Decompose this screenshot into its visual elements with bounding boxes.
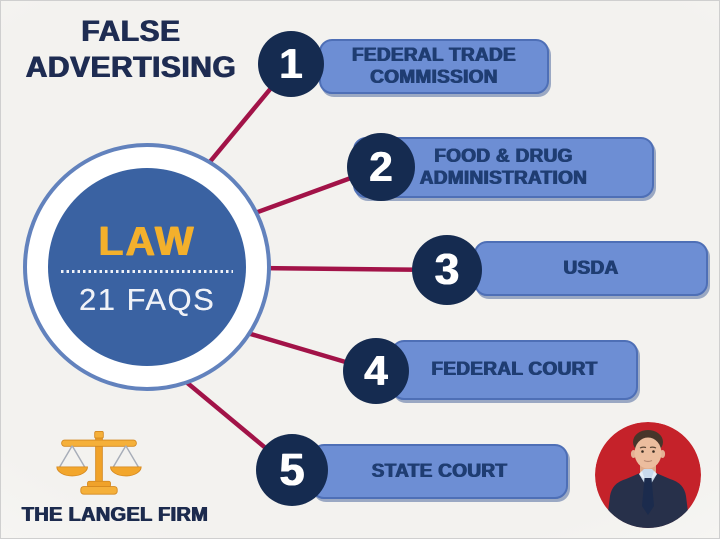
item-number-3: 3 (412, 235, 482, 305)
law-hub-inner-circle: LAW 21 FAQS (48, 168, 246, 366)
title-line-1: FALSE (81, 15, 181, 48)
item-number-5: 5 (256, 434, 328, 506)
law-hub-circle: LAW 21 FAQS (23, 143, 271, 391)
item-number-2: 2 (347, 133, 415, 201)
item-number-text: 1 (279, 40, 303, 87)
item-label: FEDERAL COURT (431, 359, 598, 380)
item-label: FEDERAL TRADE COMMISSION (352, 44, 516, 88)
brand-name: THE LANGEL FIRM (21, 504, 209, 526)
item-number-4: 4 (343, 338, 409, 404)
item-number-text: 4 (364, 347, 388, 394)
dotted-divider (61, 269, 233, 273)
item-label: STATE COURT (371, 460, 508, 482)
hub-label: LAW (98, 217, 196, 264)
title-line-2: ADVERTISING (25, 51, 237, 84)
item-pill-state-court: STATE COURT (311, 444, 568, 499)
attorney-portrait-photo (595, 422, 701, 528)
item-pill-federal-trade-commission: FEDERAL TRADE COMMISSION (319, 39, 549, 94)
item-number-text: 5 (279, 444, 305, 495)
item-number-text: 3 (434, 245, 460, 294)
hub-sublabel: 21 FAQS (78, 281, 216, 317)
page-title: FALSE ADVERTISING (5, 14, 257, 86)
item-label: FOOD & DRUG ADMINISTRATION (419, 145, 588, 189)
item-number-text: 2 (369, 143, 393, 190)
item-label: USDA (563, 257, 619, 279)
item-number-1: 1 (258, 31, 324, 97)
item-pill-federal-court: FEDERAL COURT (391, 340, 638, 400)
scales-of-justice-icon (56, 431, 142, 495)
item-pill-usda: USDA (474, 241, 708, 296)
